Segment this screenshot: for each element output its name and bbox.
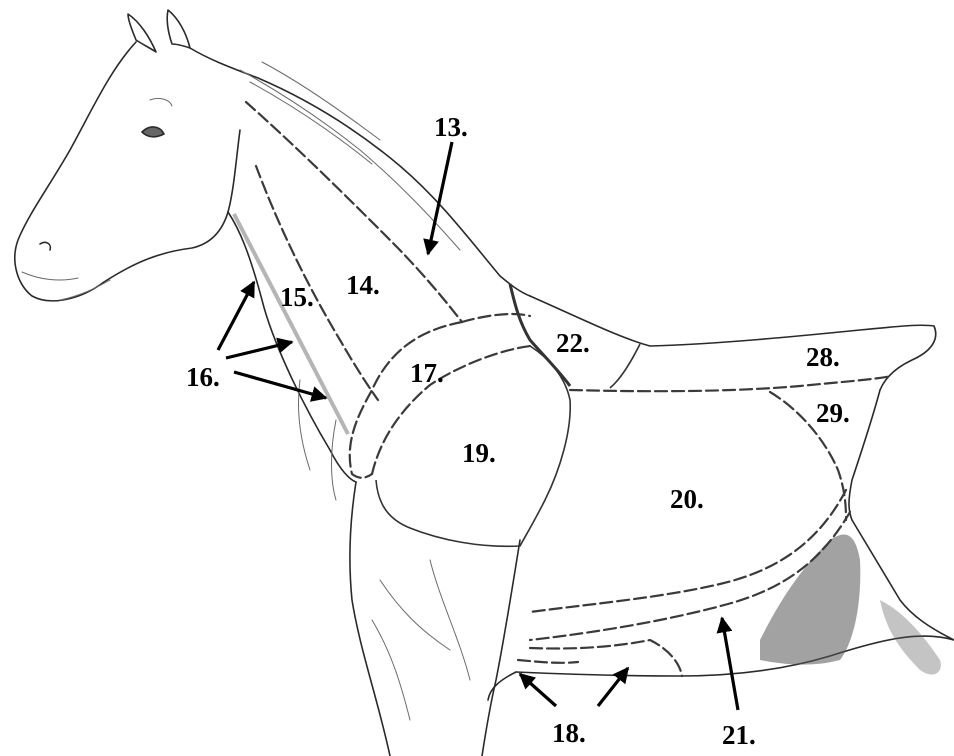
label-22: 22. <box>556 328 590 358</box>
arrow-21 <box>722 618 738 710</box>
label-16: 16. <box>186 362 220 392</box>
label-14: 14. <box>346 270 380 300</box>
label-21: 21. <box>722 720 756 750</box>
arrow-18-left <box>520 674 556 706</box>
arrow-16-lower <box>234 372 326 398</box>
label-29: 29. <box>816 398 850 428</box>
region-18-border <box>530 640 682 676</box>
label-18: 18. <box>552 718 586 748</box>
pointer-arrows <box>218 142 738 710</box>
label-15: 15. <box>280 282 314 312</box>
label-20: 20. <box>670 484 704 514</box>
region-17-inner-border <box>372 346 530 474</box>
label-13: 13. <box>434 112 468 142</box>
region-labels: 13. 14. 15. 16. 17. 18. 19. 20. 21. 22. … <box>186 112 850 750</box>
region-18-lower-border <box>518 660 578 663</box>
arrow-16-upper <box>218 282 254 350</box>
label-17: 17. <box>410 358 444 388</box>
label-28: 28. <box>806 342 840 372</box>
region-17-outer-border <box>350 322 462 478</box>
region-22-back-border <box>610 344 640 388</box>
arrow-18-right <box>598 668 628 706</box>
label-19: 19. <box>462 438 496 468</box>
